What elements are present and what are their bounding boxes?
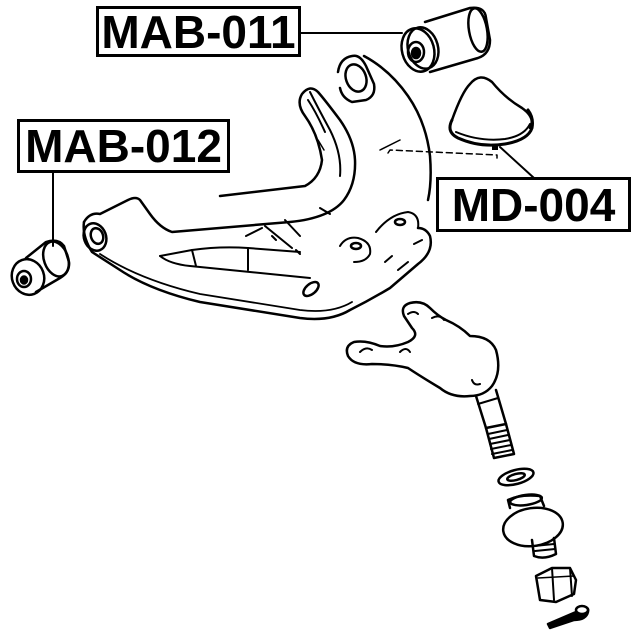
part-number-text: MAB-012: [25, 120, 222, 172]
cotter-pin: [546, 604, 590, 630]
part-number-text: MAB-011: [101, 5, 296, 58]
castle-nut: [534, 566, 578, 604]
bushing-front-left: [10, 239, 71, 297]
ball-joint-dust-boot: [448, 76, 534, 150]
knuckle-bushing: [501, 493, 565, 559]
ball-joint: [345, 300, 516, 460]
part-label-md-004: MD-004: [436, 177, 631, 232]
bushing-rear-upper: [400, 6, 492, 74]
control-arm: [82, 54, 432, 321]
part-label-mab-012: MAB-012: [17, 119, 230, 173]
leader-lines: [52, 32, 535, 247]
part-label-mab-011: MAB-011: [96, 6, 301, 57]
washer: [497, 467, 535, 487]
part-number-text: MD-004: [451, 178, 616, 231]
